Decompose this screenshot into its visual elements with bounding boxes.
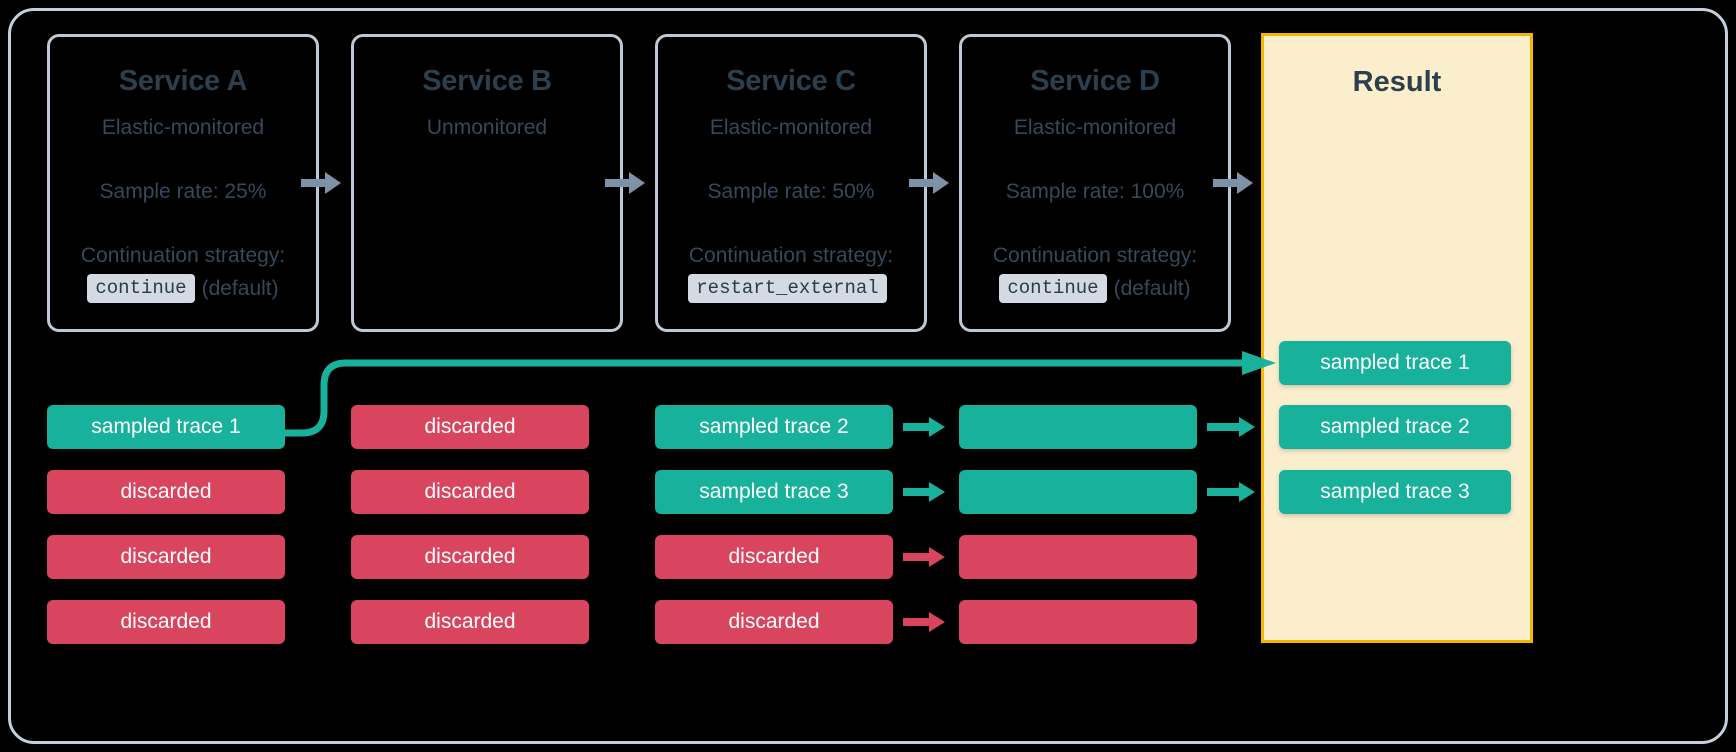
trace-c-2: sampled trace 3 [655, 470, 893, 514]
trace-a-2: discarded [47, 470, 285, 514]
trace-c-3: discarded [655, 535, 893, 579]
trace-b-1: discarded [351, 405, 589, 449]
service-c-strategy-chip: restart_external [688, 274, 887, 304]
result-trace-3: sampled trace 3 [1279, 470, 1511, 514]
service-arrow-c-to-d [909, 172, 949, 194]
trace-d-2 [959, 470, 1197, 514]
service-card-b: Service B Unmonitored [351, 34, 623, 332]
service-c-title: Service C [726, 65, 856, 97]
service-a-strategy-chip: continue [87, 274, 195, 304]
service-b-title: Service B [422, 65, 552, 97]
service-arrow-d-to-result [1213, 172, 1253, 194]
trace-c-4: discarded [655, 600, 893, 644]
trace-b-2: discarded [351, 470, 589, 514]
service-a-strategy-note: (default) [201, 276, 279, 300]
result-trace-1: sampled trace 1 [1279, 341, 1511, 385]
trace-b-4: discarded [351, 600, 589, 644]
service-a-continuation-label: Continuation strategy: [80, 244, 286, 267]
connector-trace1-to-result [281, 351, 1276, 437]
trace-b-3: discarded [351, 535, 589, 579]
service-arrow-a-to-b [301, 172, 341, 194]
service-card-c: Service C Elastic-monitored Sample rate:… [655, 34, 927, 332]
trace-a-1: sampled trace 1 [47, 405, 285, 449]
result-panel: Result [1261, 33, 1533, 643]
service-card-d: Service D Elastic-monitored Sample rate:… [959, 34, 1231, 332]
service-card-a: Service A Elastic-monitored Sample rate:… [47, 34, 319, 332]
service-d-strategy-note: (default) [1113, 276, 1191, 300]
trace-a-3: discarded [47, 535, 285, 579]
result-trace-2: sampled trace 2 [1279, 405, 1511, 449]
service-d-sample-rate: Sample rate: 100% [1005, 180, 1185, 203]
trace-arrow-c1-to-d1 [903, 417, 945, 437]
diagram-outer-frame [8, 8, 1728, 744]
trace-d-1 [959, 405, 1197, 449]
service-arrow-b-to-c [605, 172, 645, 194]
trace-arrow-c2-to-d2 [903, 482, 945, 502]
trace-c-1: sampled trace 2 [655, 405, 893, 449]
service-d-strategy-line: continue (default) [962, 274, 1228, 304]
trace-a-4: discarded [47, 600, 285, 644]
service-d-title: Service D [1030, 65, 1160, 97]
service-d-strategy-chip: continue [999, 274, 1107, 304]
service-a-monitoring: Elastic-monitored [101, 116, 265, 139]
service-c-monitoring: Elastic-monitored [709, 116, 873, 139]
trace-arrow-d2-to-result3 [1207, 482, 1255, 502]
result-panel-title: Result [1352, 66, 1442, 98]
trace-arrow-c4-to-d4 [903, 612, 945, 632]
service-c-sample-rate: Sample rate: 50% [707, 180, 875, 203]
service-a-title: Service A [118, 65, 248, 97]
service-a-sample-rate: Sample rate: 25% [99, 180, 267, 203]
trace-d-3 [959, 535, 1197, 579]
trace-arrow-d1-to-result2 [1207, 417, 1255, 437]
service-c-strategy-line: restart_external [658, 274, 924, 304]
service-c-continuation-label: Continuation strategy: [688, 244, 894, 267]
trace-d-4 [959, 600, 1197, 644]
service-a-strategy-line: continue (default) [50, 274, 316, 304]
trace-arrow-c3-to-d3 [903, 547, 945, 567]
service-d-continuation-label: Continuation strategy: [992, 244, 1198, 267]
service-b-monitoring: Unmonitored [426, 116, 548, 139]
service-d-monitoring: Elastic-monitored [1013, 116, 1177, 139]
